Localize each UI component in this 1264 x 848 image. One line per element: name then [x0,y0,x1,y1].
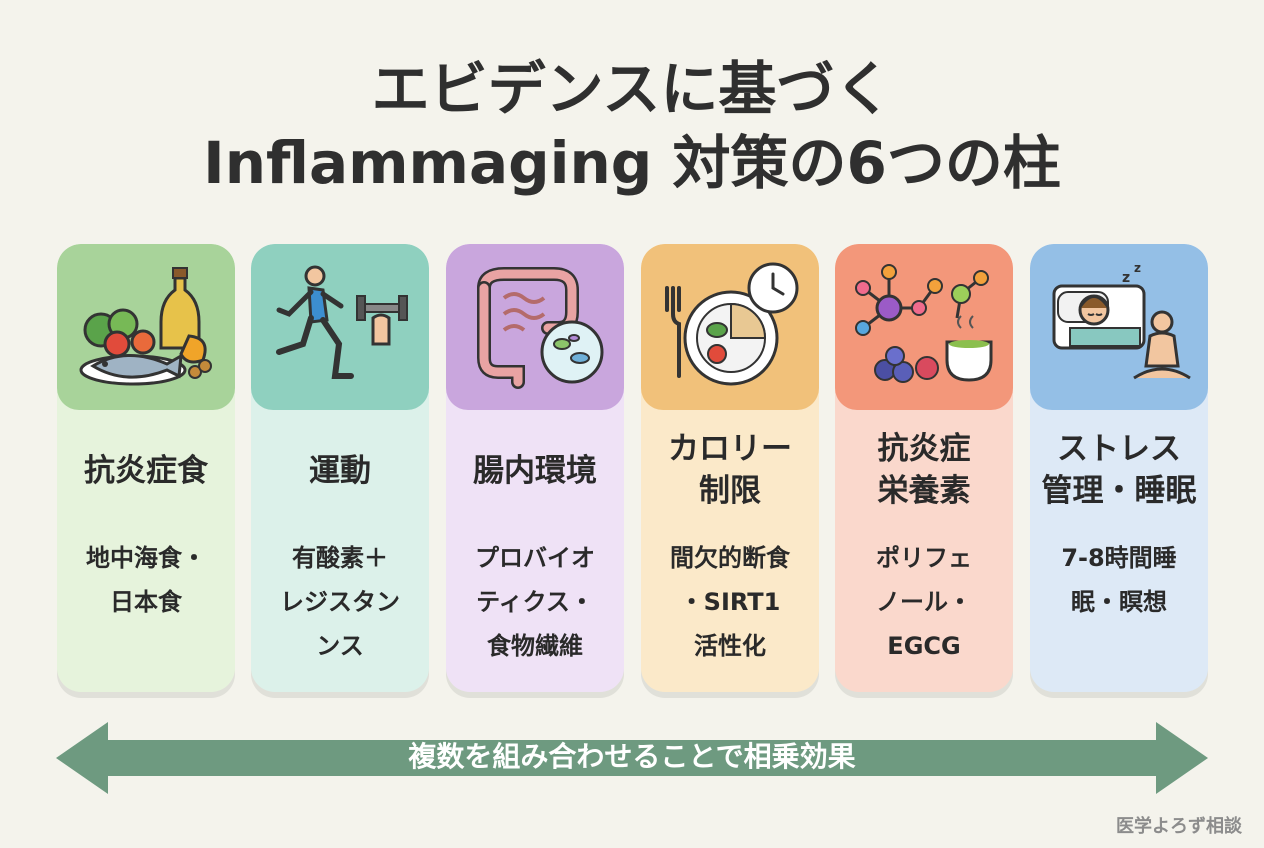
pillar-card-gut-environment: 腸内環境 プロバイオ ティクス・ 食物繊維 [446,244,624,692]
card-header [57,244,235,410]
watermark: 医学よろず相談 [1116,816,1242,837]
pillar-description: 間欠的断食 ・SIRT1 活性化 [670,544,790,660]
pillar-card-anti-inflammatory-nutrients: 抗炎症 栄養素 ポリフェ ノール・ EGCG [835,244,1013,692]
sleep-meditation-icon: z z [1052,261,1191,380]
gut-icon [477,267,604,389]
food-icon [79,267,212,386]
pillar-description: 地中海食・ 日本食 [86,544,206,616]
pillar-name: カロリー 制限 [668,431,792,509]
svg-text:z: z [1122,270,1130,286]
pillar-name: 抗炎症食 [84,453,208,489]
pillar-description: 7-8時間睡 眠・瞑想 [1061,544,1177,616]
pillar-card-calorie-restriction: カロリー 制限 間欠的断食 ・SIRT1 活性化 [641,244,819,692]
title-line-2: Inflammaging 対策の6つの柱 [203,129,1061,197]
card-header: z z [1030,244,1208,410]
pillar-name: 抗炎症 栄養素 [877,431,971,509]
double-arrow-icon [56,722,1208,794]
exercise-icon [276,265,408,379]
pillar-description: プロバイオ ティクス・ 食物繊維 [475,544,595,660]
pillar-card-anti-inflammatory-diet: 抗炎症食 地中海食・ 日本食 [57,244,235,692]
card-header [251,244,429,410]
pillar-cards: 抗炎症食 地中海食・ 日本食 運動 有酸素＋ [57,244,1208,694]
title-line-1: エビデンスに基づく [371,55,893,123]
pillar-description: 有酸素＋ レジスタン ンス [280,544,400,660]
synergy-arrow: 複数を組み合わせることで相乗効果 [56,718,1208,798]
molecule-icon [855,264,993,383]
card-header [446,244,624,410]
clock-plate-icon [665,262,799,386]
pillar-card-stress-sleep: z z ストレス 管理・睡眠 7-8時間睡 眠・瞑想 [1030,244,1208,692]
pillar-name: 運動 [309,453,371,489]
card-header [641,244,819,410]
page-title: エビデンスに基づく Inflammaging 対策の6つの柱 [0,52,1264,200]
pillar-description: ポリフェ ノール・ EGCG [876,544,972,660]
pillar-card-exercise: 運動 有酸素＋ レジスタン ンス [251,244,429,692]
card-header [835,244,1013,410]
pillar-name: ストレス 管理・睡眠 [1041,431,1197,509]
synergy-label: 複数を組み合わせることで相乗効果 [408,740,856,773]
pillar-name: 腸内環境 [473,453,597,489]
svg-text:z: z [1134,261,1141,275]
